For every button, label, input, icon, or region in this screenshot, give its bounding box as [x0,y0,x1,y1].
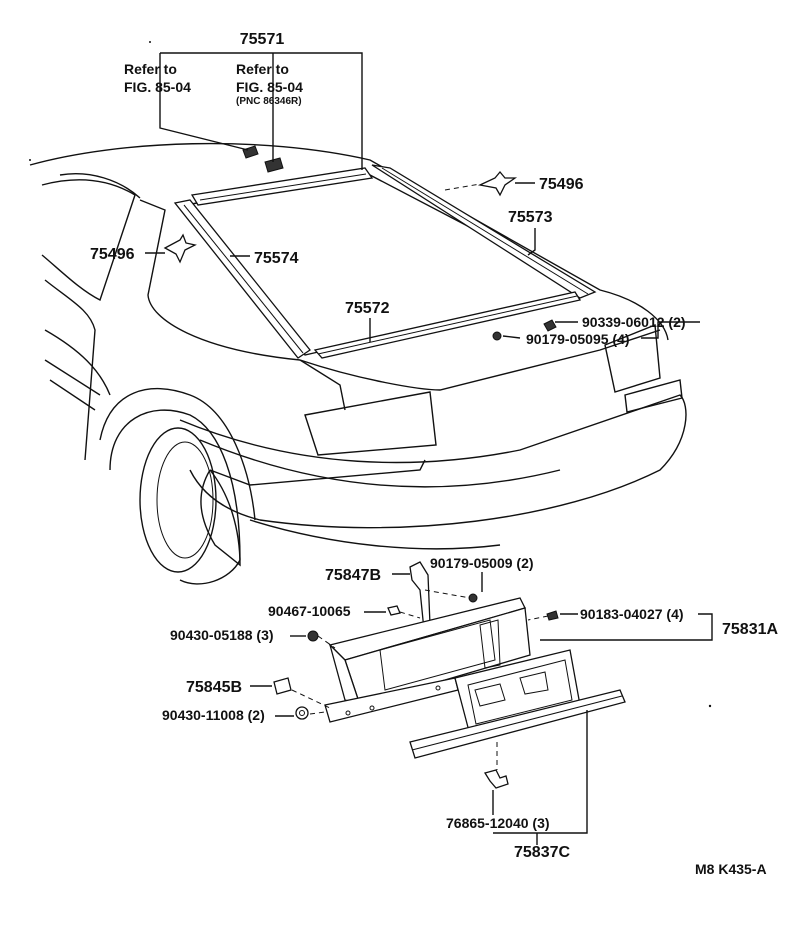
bracket-75847B [409,561,431,632]
grommet-90430-11008 [295,706,309,720]
nut-90179 [492,331,502,341]
label-90339: 90339-06012 (2) [582,314,686,330]
moulding-parts [163,145,597,359]
car-body-drawing [29,142,687,585]
label-refer2-b: FIG. 85-04 [236,79,303,95]
label-90467: 90467-10065 [268,603,351,619]
label-75831A: 75831A [722,621,778,638]
label-90430b: 90430-11008 (2) [162,707,265,723]
label-75572: 75572 [345,300,390,317]
screw-76865 [483,769,509,789]
part-labels: 75571 Refer to FIG. 85-04 Refer to FIG. … [90,31,778,877]
label-75496-left: 75496 [90,246,135,263]
label-90179b: 90179-05009 (2) [430,555,534,571]
diagram-code: M8 K435-A [695,861,767,877]
upper-moulding-75571 [190,167,374,206]
label-75571: 75571 [240,31,285,48]
label-76865: 76865-12040 (3) [446,815,550,831]
bolt-90183 [546,610,559,621]
clip-75496-left [163,233,197,264]
license-plate-assembly [273,561,626,789]
label-75574: 75574 [254,250,299,267]
label-75496-right: 75496 [539,176,584,193]
clip-75496-right [477,170,518,197]
clip-90339 [543,319,557,332]
label-75847B: 75847B [325,567,381,584]
nut-90430-05188 [307,630,319,642]
label-refer1-b: FIG. 85-04 [124,79,191,95]
side-moulding-75574 [173,199,311,359]
clip-icon [264,157,284,173]
leader-lines [145,52,713,845]
label-90183: 90183-04027 (4) [580,606,684,622]
bolt-90467 [387,605,401,616]
label-75837C: 75837C [514,844,570,861]
label-75573: 75573 [508,209,553,226]
label-90430a: 90430-05188 (3) [170,627,274,643]
label-refer2-c: (PNC 86346R) [236,96,302,107]
label-refer2-a: Refer to [236,61,289,77]
label-refer1-a: Refer to [124,61,177,77]
nut-90179-05009 [468,593,478,603]
clip-icon [242,145,259,159]
clip-75845B [273,677,292,695]
label-90179a: 90179-05095 (4) [526,331,630,347]
label-75845B: 75845B [186,679,242,696]
